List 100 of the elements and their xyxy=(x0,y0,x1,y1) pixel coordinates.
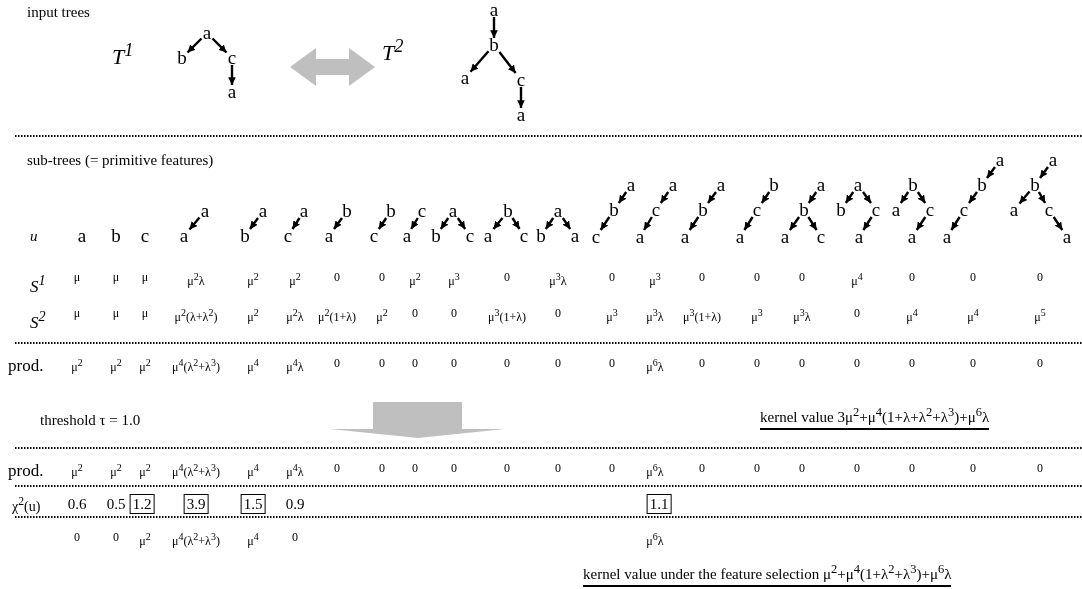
value-text: 0 xyxy=(334,461,340,475)
value-text: 0 xyxy=(334,270,340,284)
arrow xyxy=(899,191,910,204)
tree-node-letter: b xyxy=(341,204,353,218)
value-text: μ$^{3}$λ xyxy=(646,306,664,324)
tree-node-letter: a xyxy=(625,178,637,192)
tree-node-letter: c xyxy=(751,203,763,217)
row-header: S$^{1}$ xyxy=(30,271,46,297)
chi-square-value: 0.6 xyxy=(67,495,87,513)
value-text: 0 xyxy=(909,461,915,475)
value-text: μ$^{2}$ xyxy=(139,461,151,479)
arrow xyxy=(986,166,996,179)
tree-node-letter: a xyxy=(515,108,527,122)
value-text: μ$^{3}$(1+λ) xyxy=(488,306,526,324)
value-text: μ$^{2}$ xyxy=(247,270,259,288)
arrow xyxy=(439,217,450,230)
tree-node-letter: a xyxy=(552,204,564,218)
arrow xyxy=(807,191,818,204)
arrow xyxy=(490,17,498,38)
tree-node-letter: c xyxy=(590,230,602,244)
tree-node-letter: a xyxy=(667,178,679,192)
value-text: 0 xyxy=(555,306,561,320)
arrow xyxy=(659,191,670,204)
arrow xyxy=(862,216,873,231)
value-text: μ$^{4}$ xyxy=(851,270,863,288)
tree-node-letter: a xyxy=(1047,153,1059,167)
value-text: μ$^{3}$λ xyxy=(549,270,567,288)
tree-node-letter: a xyxy=(298,204,310,218)
tree-node-letter: c xyxy=(870,203,882,217)
tree-node-letter: a xyxy=(941,230,953,244)
arrow xyxy=(760,191,771,204)
tree-node-letter: c xyxy=(518,229,530,243)
tree-node-letter: b xyxy=(488,38,500,52)
arrow xyxy=(249,217,259,230)
row-header: prod. xyxy=(8,461,44,481)
value-text: μ xyxy=(141,270,149,284)
value-text: 0 xyxy=(379,356,385,370)
tree-node-letter: b xyxy=(110,229,122,243)
tree-node-letter: a xyxy=(401,229,413,243)
arrow xyxy=(862,191,872,204)
arrow xyxy=(377,217,388,230)
tree-node-letter: b xyxy=(239,229,251,243)
value-text: μ$^{2}$(λ+λ$^{2}$) xyxy=(174,306,218,324)
arrow xyxy=(1052,216,1064,231)
value-text: 0 xyxy=(970,461,976,475)
arrow xyxy=(333,217,343,230)
tree-node-letter: a xyxy=(199,204,211,218)
value-text: μ$^{4}$(λ$^{2}$+λ$^{3}$) xyxy=(172,461,220,479)
arrow xyxy=(743,216,754,231)
arrow xyxy=(1037,191,1047,204)
tree-node-letter: a xyxy=(257,204,269,218)
arrow xyxy=(511,217,521,230)
value-text: μ$^{3}$ xyxy=(751,306,763,324)
value-text: 0 xyxy=(609,270,615,284)
value-text: 0 xyxy=(699,270,705,284)
value-text: 0 xyxy=(555,461,561,475)
tree-node-letter: b xyxy=(502,204,514,218)
value-text: μ$^{2}$ xyxy=(110,356,122,374)
arrow xyxy=(968,191,978,204)
tree-node-letter: a xyxy=(226,85,238,99)
tree-node-letter: c xyxy=(282,229,294,243)
value-text: 0 xyxy=(909,270,915,284)
value-text: 0 xyxy=(854,306,860,320)
arrow xyxy=(456,217,467,230)
arrow xyxy=(915,216,927,231)
tree-node-letter: a xyxy=(488,3,500,17)
value-text: μ xyxy=(73,306,81,320)
arrow xyxy=(1018,190,1031,205)
value-text: 0 xyxy=(854,356,860,370)
value-text: μ$^{4}$ xyxy=(906,306,918,324)
arrow xyxy=(498,51,517,74)
value-text: μ$^{2}$ xyxy=(247,306,259,324)
value-text: μ$^{4}$(λ$^{2}$+λ$^{3}$) xyxy=(172,530,220,548)
tree-node-letter: b xyxy=(535,229,547,243)
value-text: μ$^{3}$(1+λ) xyxy=(683,306,721,324)
value-text: μ xyxy=(73,270,81,284)
value-text: 0 xyxy=(754,270,760,284)
value-text: 0 xyxy=(504,461,510,475)
value-text: μ$^{6}$λ xyxy=(646,461,664,479)
value-text: 0 xyxy=(754,461,760,475)
tree-node-letter: a xyxy=(890,203,902,217)
value-text: μ$^{2}$ xyxy=(110,461,122,479)
tree-node-letter: b xyxy=(697,203,709,217)
tree-node-letter: a xyxy=(734,230,746,244)
tree-node-letter: c xyxy=(464,229,476,243)
arrow xyxy=(688,216,700,231)
value-text: μ$^{6}$λ xyxy=(646,356,664,374)
value-text: 0 xyxy=(451,306,457,320)
value-text: 0 xyxy=(699,461,705,475)
value-text: 0 xyxy=(334,356,340,370)
value-text: μ$^{2}$ xyxy=(289,270,301,288)
arrow xyxy=(469,50,490,73)
value-text: 0 xyxy=(1037,270,1043,284)
value-text: 0 xyxy=(504,270,510,284)
value-text: 0 xyxy=(609,461,615,475)
tree-node-letter: a xyxy=(815,178,827,192)
value-text: 0 xyxy=(379,461,385,475)
value-text: 0 xyxy=(970,356,976,370)
tree-node-letter: a xyxy=(76,229,88,243)
arrow xyxy=(188,216,201,231)
